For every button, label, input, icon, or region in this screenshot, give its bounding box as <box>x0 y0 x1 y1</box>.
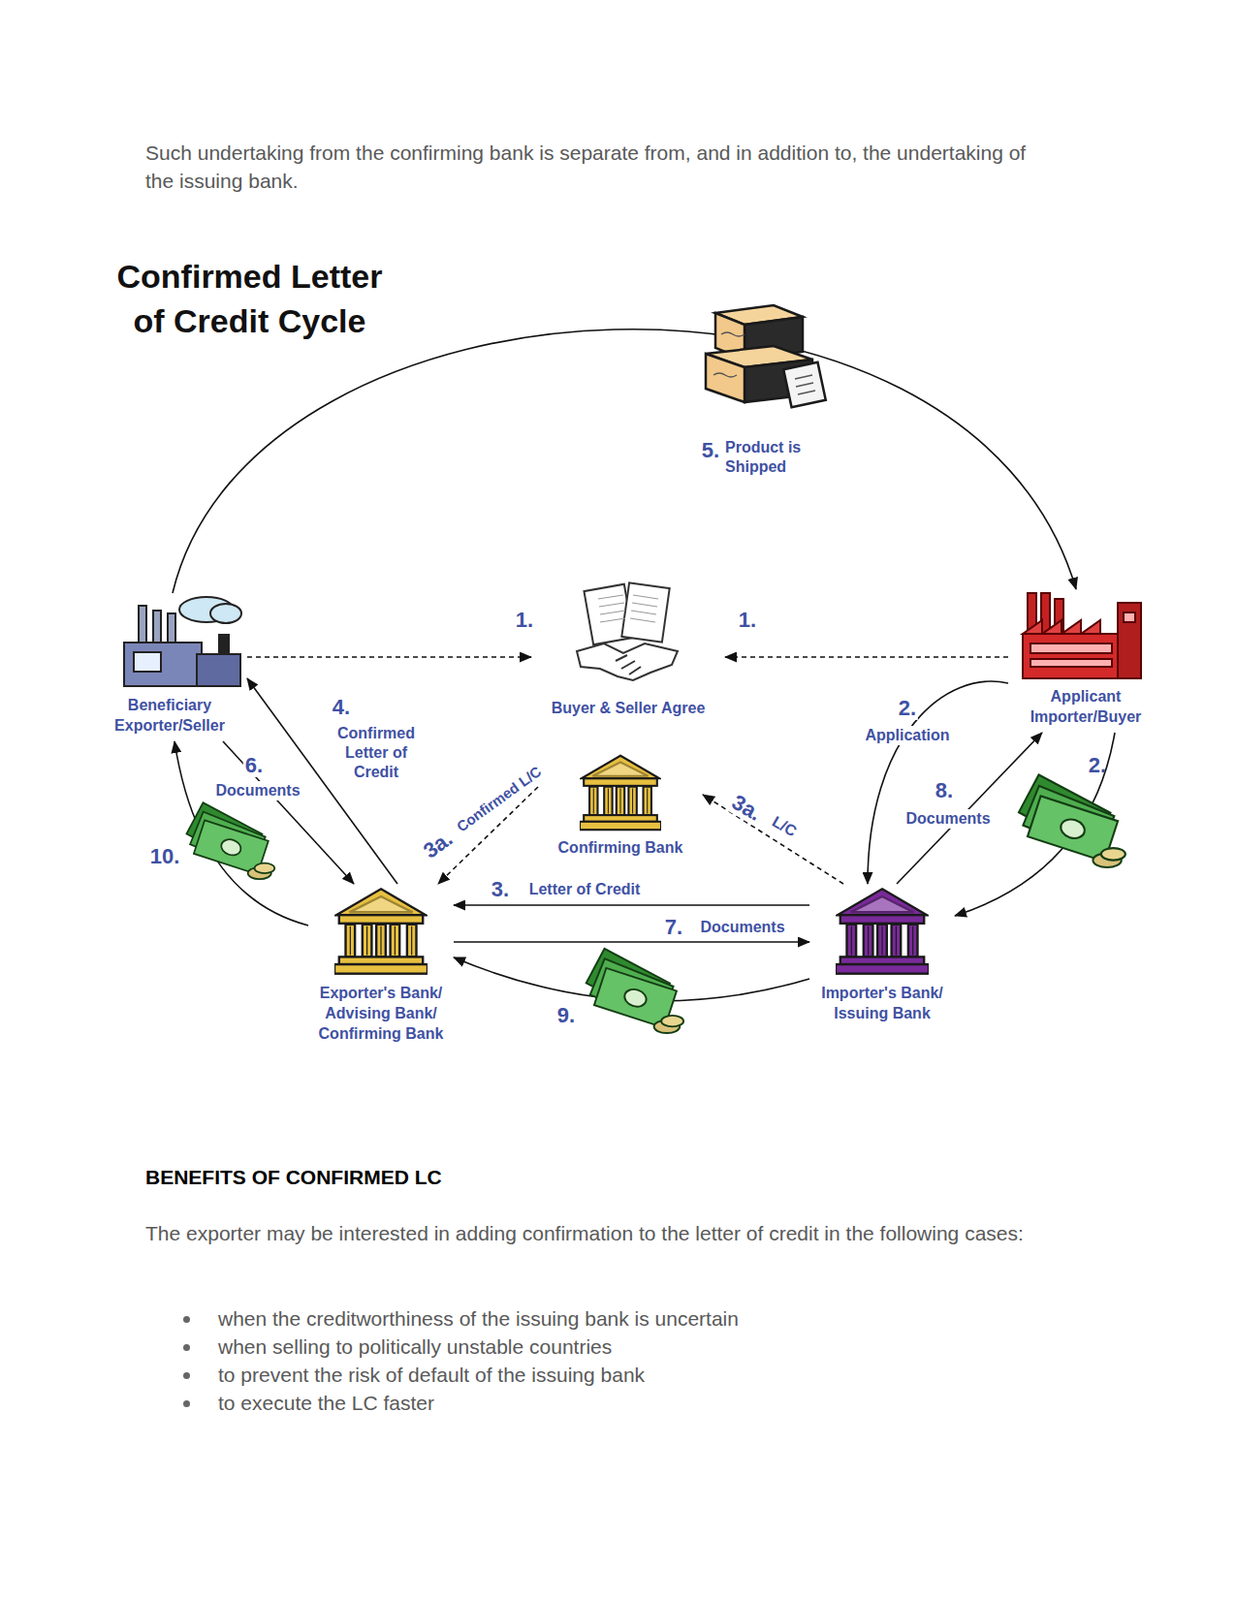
callout-number: 10. <box>148 845 183 869</box>
callout-number: 4. <box>330 696 352 720</box>
bank-node: Exporter's Bank/ Advising Bank/ Confirmi… <box>308 884 454 1050</box>
callout-number: 1. <box>513 608 536 633</box>
importer-factory-icon <box>1022 593 1141 679</box>
bullet-text: to prevent the risk of default of the is… <box>218 1361 1091 1390</box>
agreement-handshake-icon <box>576 582 678 681</box>
flow-connector <box>725 656 1009 659</box>
flow-connector <box>247 656 532 659</box>
flow-connector <box>453 941 810 944</box>
callout-number: 2. <box>1088 754 1107 778</box>
payment-money-icon <box>186 802 275 880</box>
edge-label: L/C <box>766 811 802 843</box>
beneficiary-node: Beneficiary Exporter/Seller <box>92 593 248 742</box>
callout-number: 2. <box>896 697 919 721</box>
exporter-bank-icon <box>334 888 428 974</box>
agreement-node: Buyer & Seller Agree <box>531 581 726 725</box>
edge-label: Confirmed Letter of Credit <box>325 724 427 783</box>
node-label: Exporter's Bank/ Advising Bank/ Confirmi… <box>308 982 454 1045</box>
payment-money-icon <box>586 949 684 1034</box>
callout-number: 1. <box>736 608 759 633</box>
shipped-boxes-icon <box>705 305 826 408</box>
edge-label: Documents <box>697 918 787 938</box>
callout-number: 3. <box>489 878 511 902</box>
edge-label: Confirmed L/C <box>451 761 547 838</box>
flow-connector <box>172 329 1077 594</box>
bullet-text: to execute the LC faster <box>218 1389 1091 1418</box>
bullet-dot <box>183 1316 191 1324</box>
confirming-bank-icon <box>579 756 662 830</box>
flow-connector <box>867 681 1009 885</box>
bullet-text: when the creditworthiness of the issuing… <box>218 1304 1091 1333</box>
callout-number: 8. <box>933 779 955 803</box>
node-label: Buyer & Seller Agree <box>531 697 726 719</box>
node-label: Importer's Bank/ Issuing Bank <box>809 982 955 1024</box>
bullet-dot <box>183 1372 191 1380</box>
callout-number: 7. <box>663 916 685 940</box>
body-text: Such undertaking from the confirming ban… <box>145 138 1052 195</box>
edge-label: Application <box>862 726 951 746</box>
bullet-dot <box>183 1400 191 1408</box>
node-label: Confirming Bank <box>538 837 703 858</box>
exporter-factory-icon <box>124 597 242 687</box>
diagram-title: Confirmed Letter of Credit Cycle <box>96 253 403 344</box>
callout-number: 6. <box>243 754 265 778</box>
flow-connector <box>453 904 810 907</box>
body-text: The exporter may be interested in adding… <box>145 1219 1047 1248</box>
callout-number: 5. <box>699 439 722 463</box>
edge-label: Documents <box>903 809 992 829</box>
node-label: Beneficiary Exporter/Seller <box>92 695 248 736</box>
bank-node: Importer's Bank/ Issuing Bank <box>809 884 955 1030</box>
bank-node: Confirming Bank <box>538 748 703 864</box>
bullet-text: when selling to politically unstable cou… <box>218 1332 1091 1362</box>
flow-connector <box>174 741 309 926</box>
edge-label: Product is Shipped <box>723 438 817 477</box>
bullet-dot <box>183 1344 191 1352</box>
callout-number: 3a. <box>726 790 767 827</box>
callout-number: 3a. <box>417 825 459 865</box>
section-heading: BENEFITS OF CONFIRMED LC <box>145 1163 443 1192</box>
flow-connector <box>702 794 844 885</box>
edge-label: Documents <box>213 781 302 801</box>
edge-label: Letter of Credit <box>527 880 643 900</box>
applicant-node: Applicant Importer/Buyer <box>1008 589 1164 733</box>
node-label: Applicant Importer/Buyer <box>1008 686 1164 728</box>
callout-number: 9. <box>555 1004 577 1028</box>
issuing-bank-icon <box>835 888 929 974</box>
payment-money-icon <box>1018 774 1126 867</box>
